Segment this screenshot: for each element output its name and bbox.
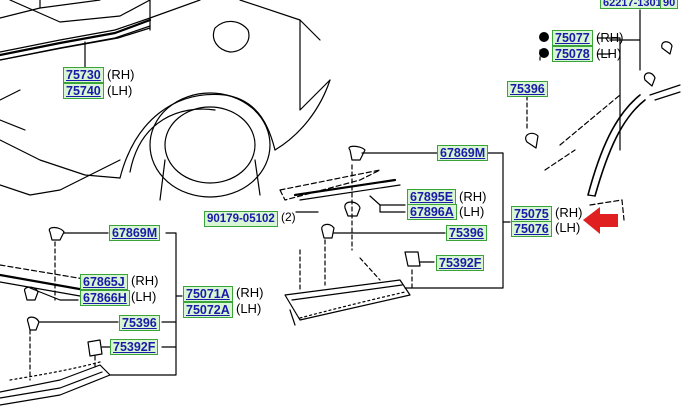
- part-number-75730[interactable]: 75730: [63, 67, 104, 83]
- part-number-75740[interactable]: 75740: [63, 83, 104, 99]
- part-number-75392f[interactable]: 75392F: [436, 255, 485, 271]
- part-number-75078[interactable]: 75078: [552, 46, 593, 62]
- bullet-dot-icon: [539, 48, 549, 58]
- quantity-suffix: (2): [281, 210, 296, 224]
- leader-lines-right: [526, 37, 621, 221]
- part-number-75072a[interactable]: 75072A: [183, 302, 233, 318]
- leader-lines-center: [295, 152, 511, 291]
- vehicle-body-outline: [0, 0, 331, 196]
- part-number-67895e[interactable]: 67895E: [407, 189, 457, 205]
- part-number-cut-off[interactable]: 90: [660, 0, 679, 9]
- part-number-67896a[interactable]: 67896A: [407, 204, 457, 220]
- rocker-molding-center-outline: [279, 169, 411, 326]
- part-number-75396[interactable]: 75396: [119, 315, 160, 331]
- side-suffix-rh: (RH): [131, 273, 159, 288]
- part-number-67869m[interactable]: 67869M: [109, 225, 161, 241]
- rocker-molding-left-outline: [0, 264, 111, 406]
- part-number-75392f[interactable]: 75392F: [110, 339, 159, 355]
- part-number-75077[interactable]: 75077: [552, 30, 593, 46]
- side-suffix-rh: (RH): [459, 189, 487, 204]
- side-suffix-lh: (LH): [555, 220, 581, 235]
- clip-group-center: [321, 145, 421, 267]
- leader-lines-left: [29, 232, 183, 381]
- part-number-75396[interactable]: 75396: [446, 225, 487, 241]
- part-number-67869m[interactable]: 67869M: [437, 145, 489, 161]
- part-number-75076[interactable]: 75076: [511, 221, 552, 237]
- side-suffix-lh: (LH): [107, 83, 133, 98]
- part-number-67866h[interactable]: 67866H: [80, 290, 130, 306]
- side-suffix-lh: (LH): [131, 289, 157, 304]
- wheel-arch-molding-outline: [544, 9, 681, 221]
- fuel-door-outline: [212, 20, 250, 53]
- door-molding-strip: [0, 18, 152, 61]
- part-number-75071a[interactable]: 75071A: [183, 286, 233, 302]
- side-suffix-rh: (RH): [236, 285, 264, 300]
- side-suffix-rh: (RH): [555, 205, 583, 220]
- side-suffix-lh: (LH): [236, 301, 262, 316]
- part-number-75075[interactable]: 75075: [511, 206, 552, 222]
- clip-group-left: [23, 226, 103, 357]
- side-suffix-rh: (RH): [596, 30, 624, 45]
- part-number-90179-05102[interactable]: 90179-05102: [204, 211, 278, 227]
- side-suffix-lh: (LH): [459, 204, 485, 219]
- rear-wheel-outline: [149, 92, 271, 201]
- bullet-dot-icon: [539, 32, 549, 42]
- clip-group-right: [525, 41, 673, 149]
- side-suffix-rh: (RH): [107, 67, 135, 82]
- side-suffix-lh: (LH): [596, 46, 622, 61]
- direction-arrow-icon: [583, 207, 618, 234]
- part-number-75396[interactable]: 75396: [507, 81, 548, 97]
- part-number-67865j[interactable]: 67865J: [80, 274, 128, 290]
